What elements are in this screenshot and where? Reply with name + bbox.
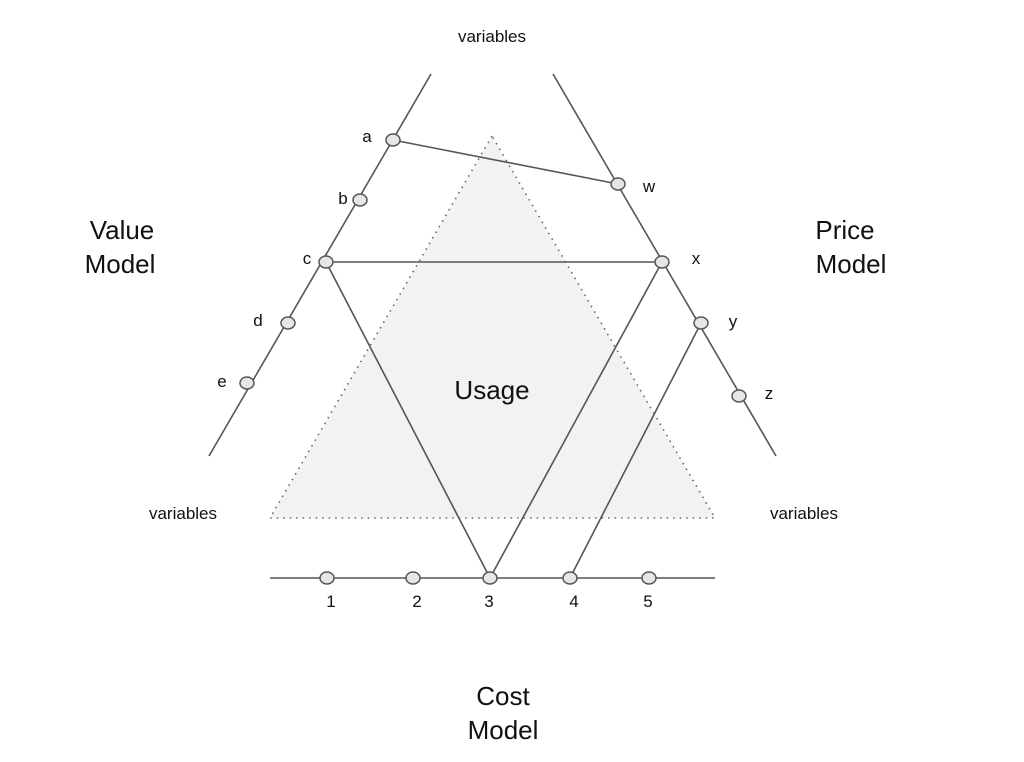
cost-point-label: 4 [569, 592, 578, 611]
value-point-d [280, 316, 296, 330]
cost-model-label-2: Model [468, 715, 539, 745]
cost-model-label-1: Cost [476, 681, 530, 711]
price-point-label: w [642, 177, 656, 196]
value-point-label: e [217, 372, 226, 391]
value-point-e [239, 376, 255, 390]
price-point-y [693, 316, 709, 330]
price-point-w [610, 177, 626, 191]
cost-point-4 [562, 571, 578, 585]
value-point-label: c [303, 249, 312, 268]
price-model-label-1: Price [815, 215, 874, 245]
usage-label: Usage [454, 375, 529, 405]
usage-triangle [268, 134, 717, 519]
cost-point-3 [482, 571, 498, 585]
cost-point-label: 2 [412, 592, 421, 611]
price-point-label: z [765, 384, 774, 403]
left-variables-label: variables [149, 504, 217, 523]
price-point-z [731, 389, 747, 403]
value-model-label-2: Model [85, 249, 156, 279]
cost-point-5 [641, 571, 657, 585]
right-variables-label: variables [770, 504, 838, 523]
value-point-a [385, 133, 401, 147]
connection-x-3 [489, 261, 663, 579]
connection-c-3 [325, 261, 491, 579]
top-variables-label: variables [458, 27, 526, 46]
price-point-label: x [692, 249, 701, 268]
price-point-label: y [729, 312, 738, 331]
value-point-c [318, 255, 334, 269]
cost-point-1 [319, 571, 335, 585]
cost-point-label: 5 [643, 592, 652, 611]
price-point-x [654, 255, 670, 269]
value-point-label: a [362, 127, 372, 146]
connection-a-w [392, 139, 619, 185]
value-point-label: d [253, 311, 262, 330]
value-point-label: b [338, 189, 347, 208]
price-model-label-2: Model [816, 249, 887, 279]
cost-point-label: 3 [484, 592, 493, 611]
cost-point-label: 1 [326, 592, 335, 611]
cost-point-2 [405, 571, 421, 585]
value-point-b [352, 193, 368, 207]
value-model-label-1: Value [90, 215, 155, 245]
connection-y-4 [569, 322, 702, 579]
